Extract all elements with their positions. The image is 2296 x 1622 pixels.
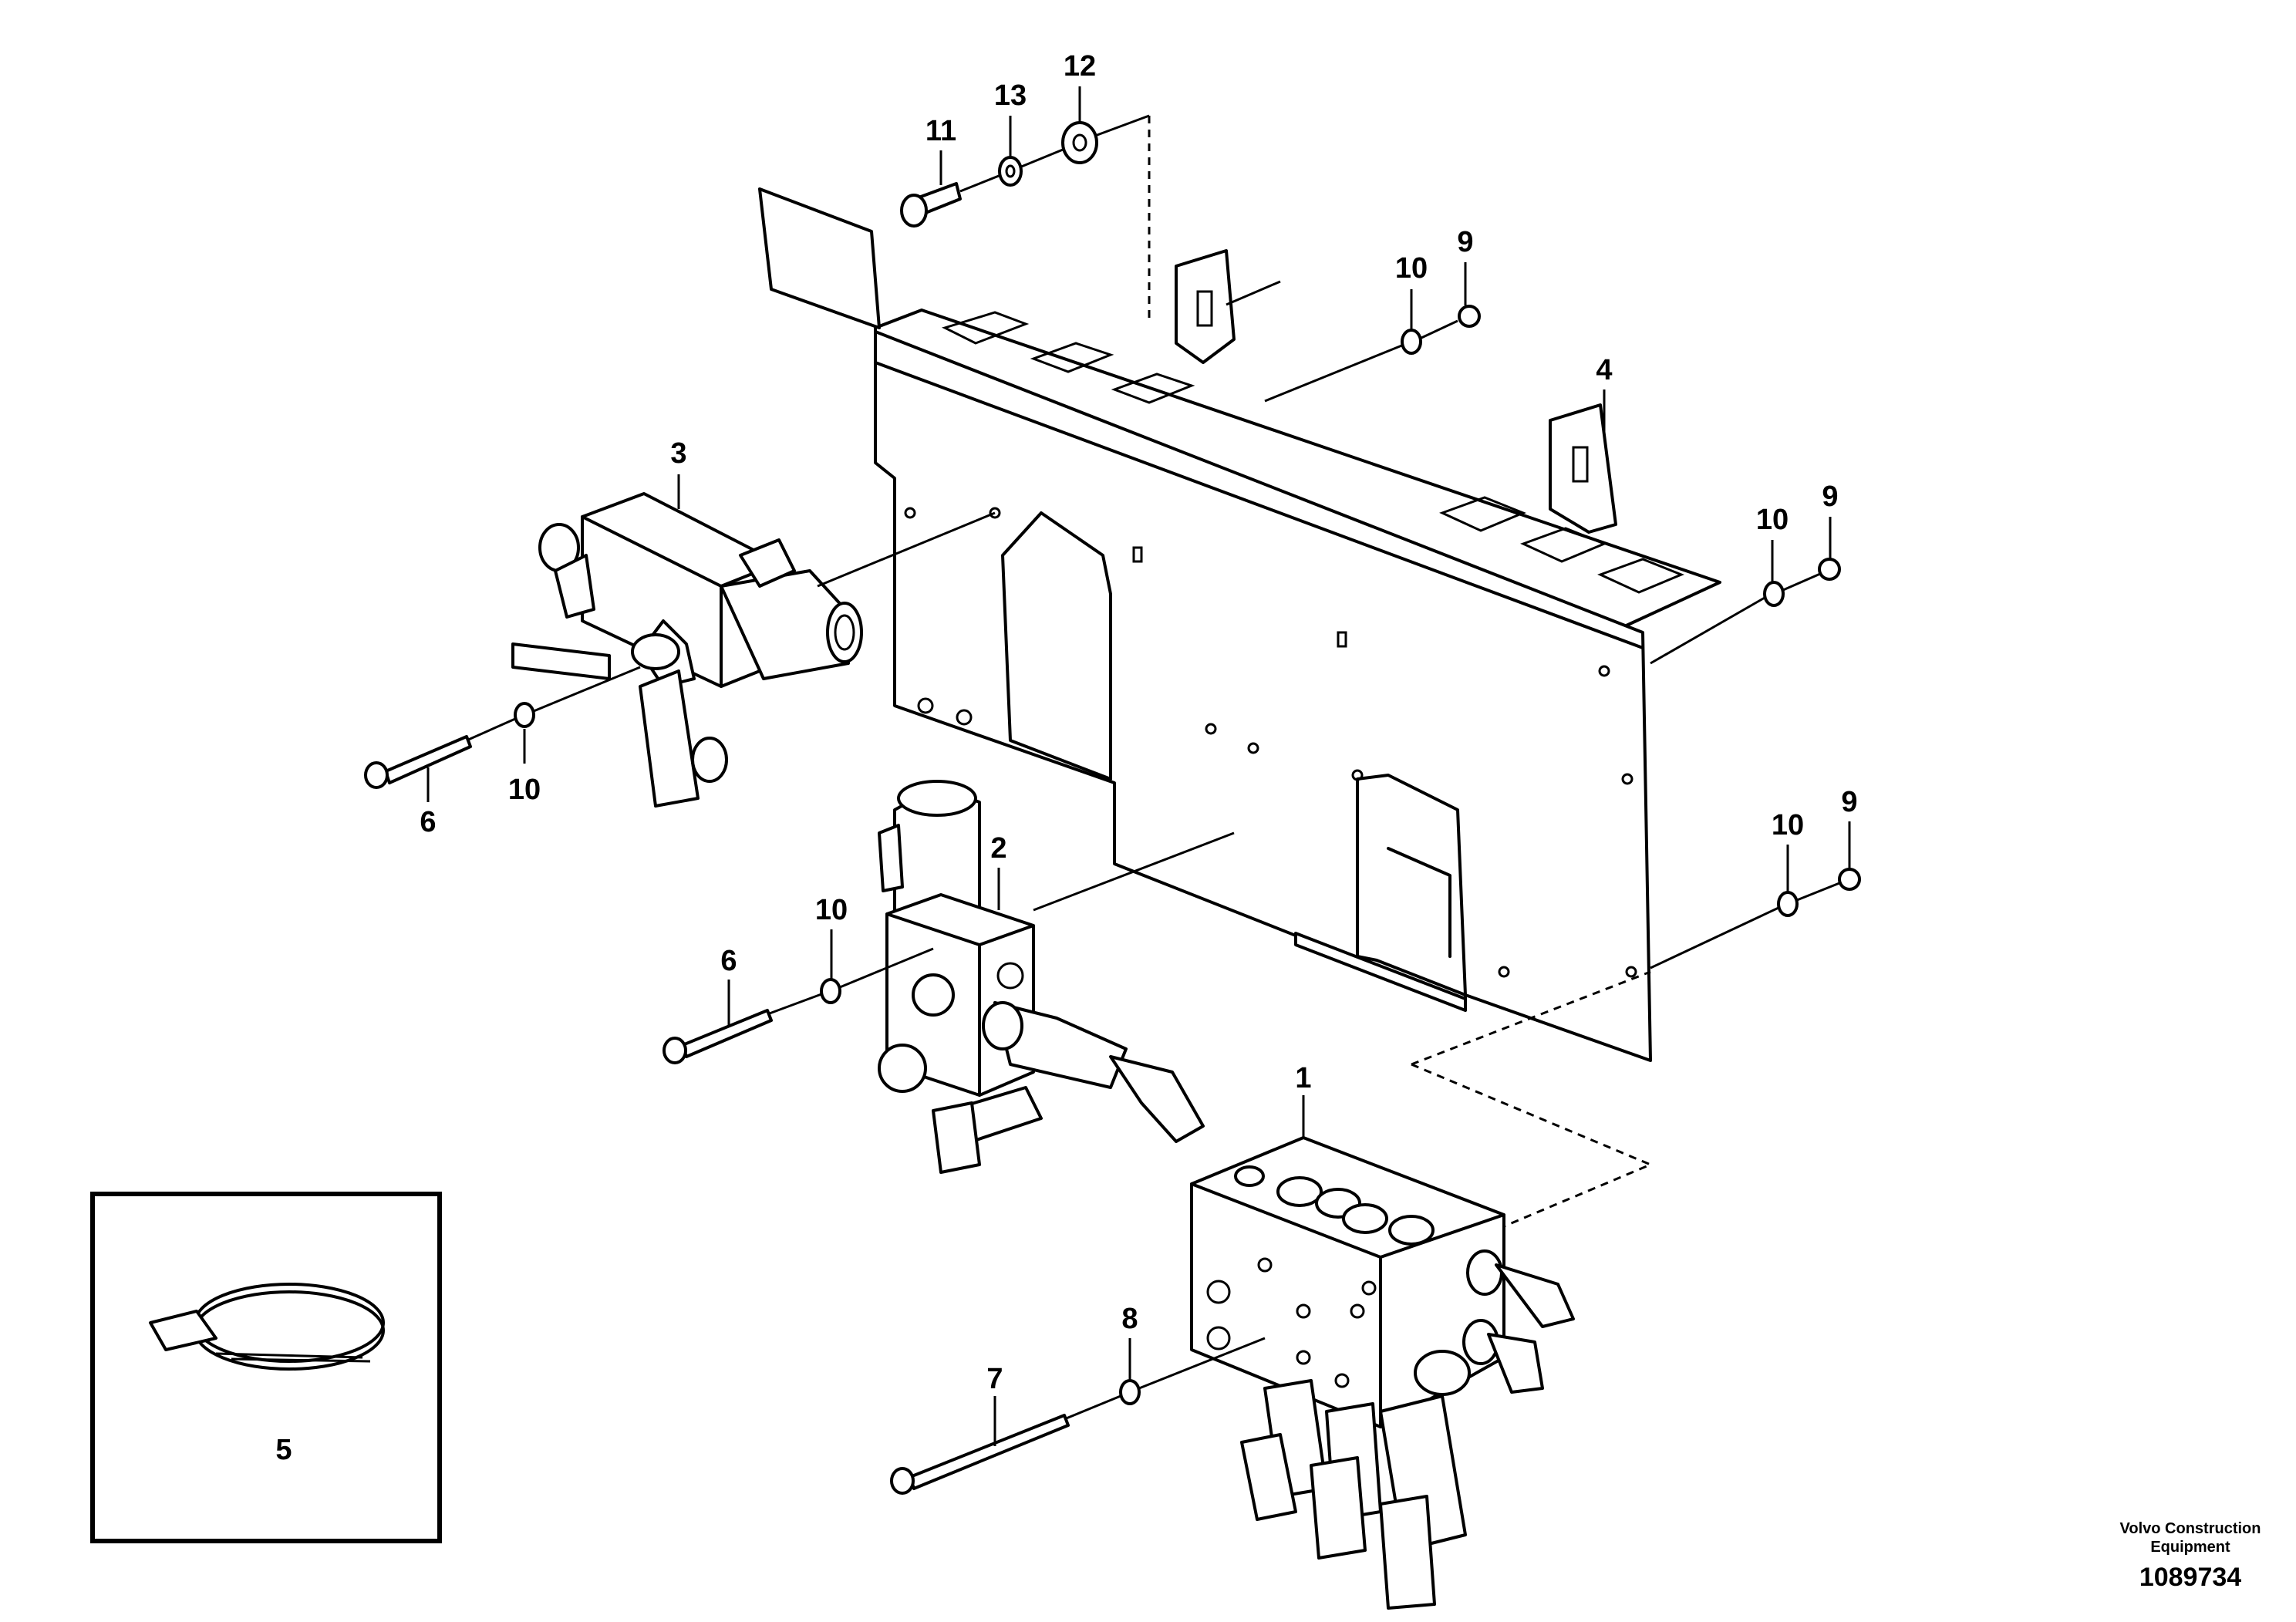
callout-4: 4 [1596, 354, 1612, 386]
callout-10: 10 [508, 774, 541, 806]
document-number: 1089734 [2139, 1563, 2241, 1592]
mounting-bracket [758, 187, 1721, 1062]
cable-tie-5 [149, 1283, 385, 1371]
callout-7: 7 [986, 1363, 1003, 1395]
valve-block-2 [878, 780, 1205, 1174]
callout-9: 9 [1822, 481, 1838, 513]
callout-1: 1 [1295, 1062, 1311, 1094]
brand-line-1: Volvo Construction [2120, 1520, 2261, 1537]
callout-2: 2 [990, 832, 1006, 865]
inset-box [90, 1192, 442, 1543]
callout-12: 12 [1064, 50, 1096, 83]
callout-6: 6 [720, 945, 737, 977]
callout-10: 10 [1395, 252, 1428, 285]
callout-13: 13 [994, 79, 1027, 112]
callout-6: 6 [420, 806, 436, 838]
callout-11: 11 [925, 115, 956, 147]
callout-3: 3 [670, 437, 686, 470]
callout-8: 8 [1121, 1303, 1138, 1335]
callout-5: 5 [275, 1434, 292, 1466]
callout-10: 10 [815, 894, 848, 926]
brand-line-2: Equipment [2150, 1539, 2230, 1556]
callout-9: 9 [1457, 226, 1473, 258]
callout-10: 10 [1756, 504, 1789, 536]
leader-lines [282, 86, 1851, 1446]
callout-10: 10 [1772, 809, 1804, 841]
callout-labels: 1 2 3 4 5 6 6 7 8 9 9 9 10 10 10 10 10 1… [275, 50, 1857, 1466]
callout-9: 9 [1841, 786, 1857, 818]
fasteners [364, 121, 1861, 1495]
main-valve-block-1 [1190, 1136, 1575, 1610]
assembly-lines [466, 114, 1840, 1421]
solenoid-valve-3 [511, 492, 863, 808]
footer: Volvo Construction Equipment 1089734 [2120, 1520, 2261, 1592]
